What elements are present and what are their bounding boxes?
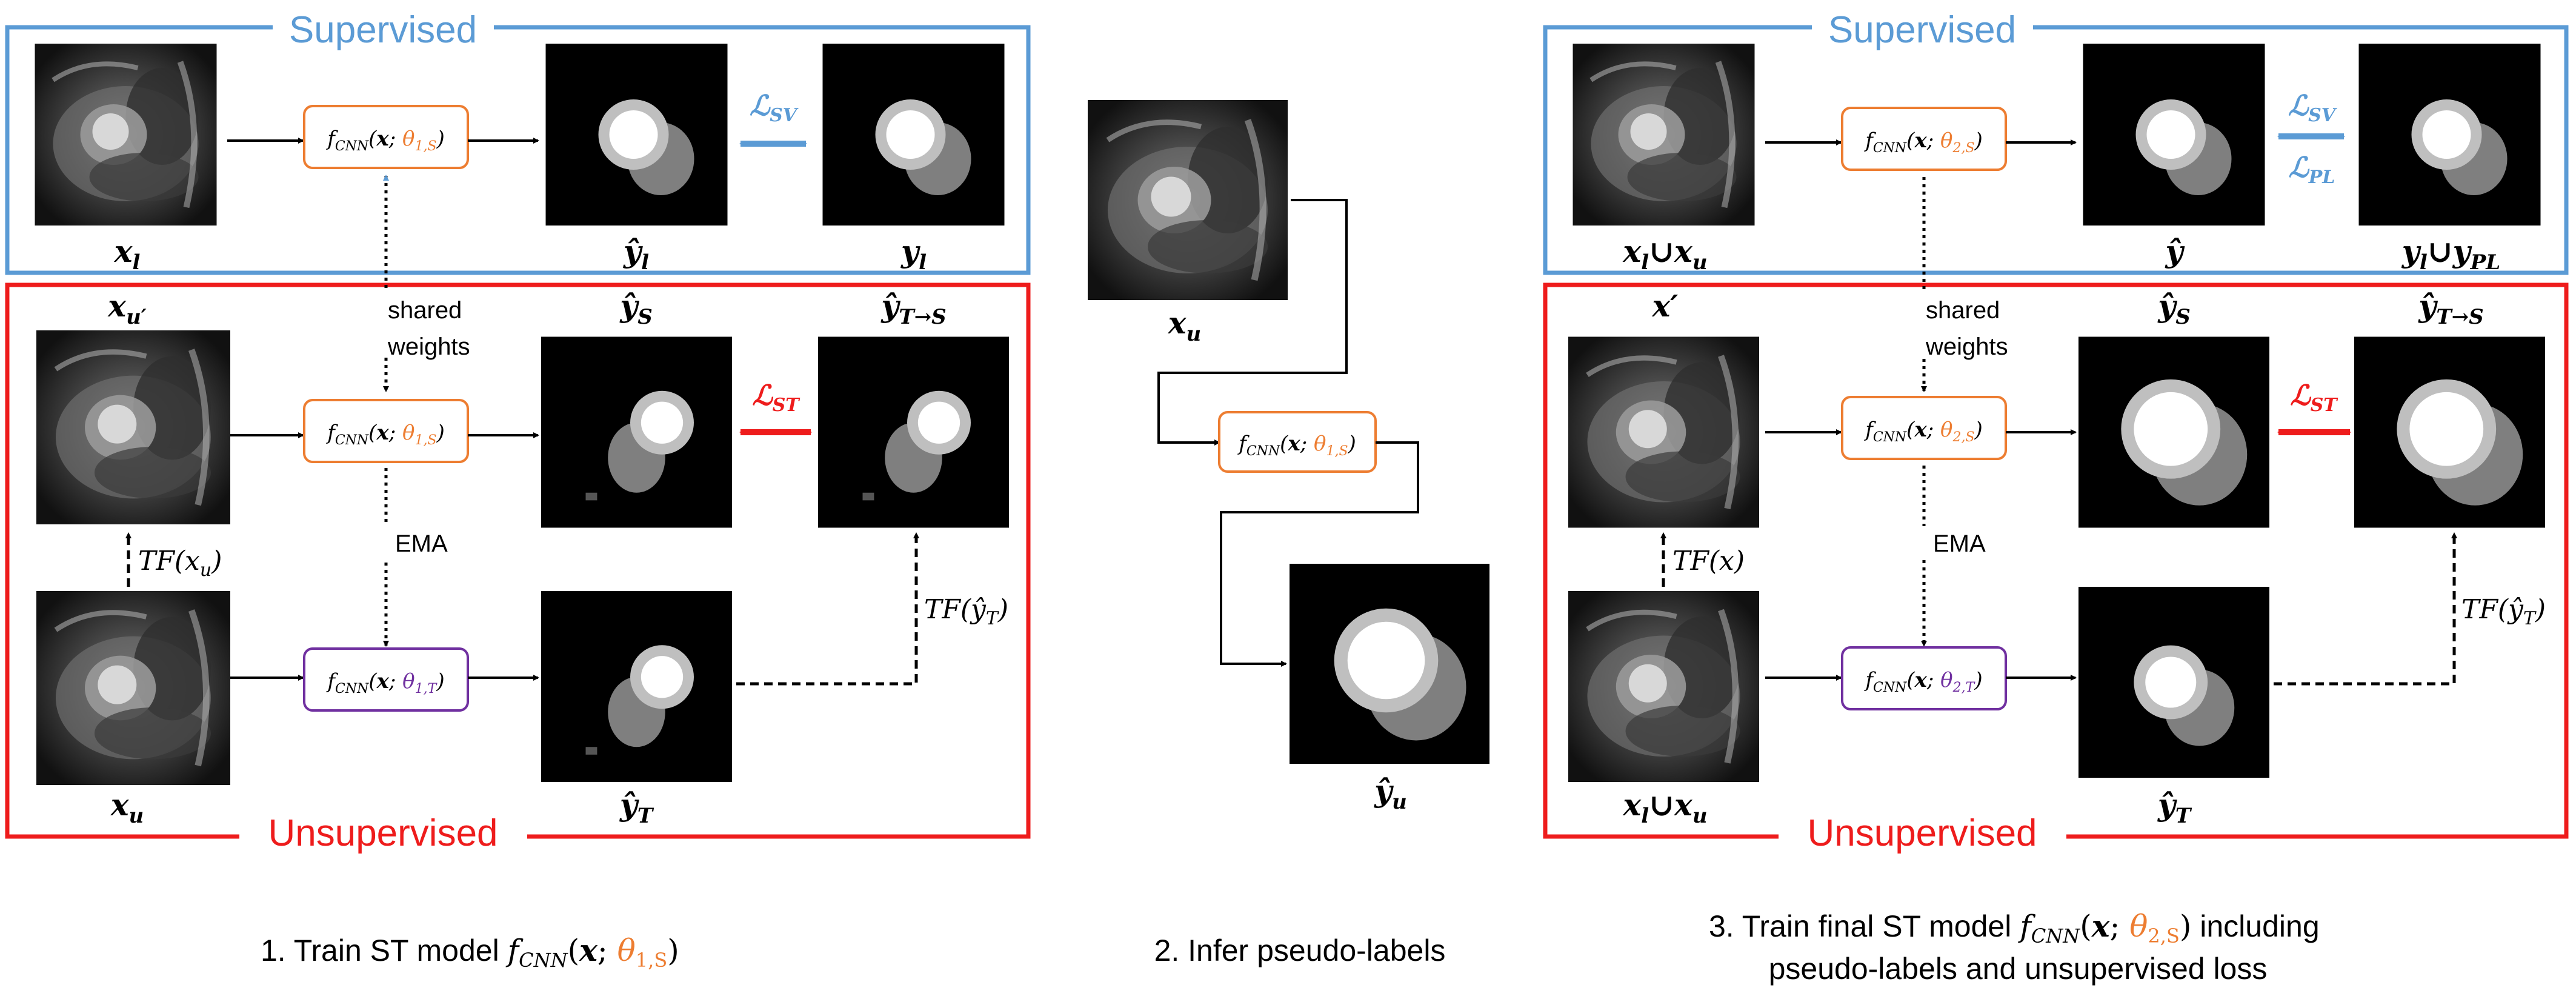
fcnn-box-student-top — [303, 105, 469, 169]
loss-sv-label-3: ℒSV — [2288, 89, 2337, 126]
label-yl-union-ypl: yl∪yPL — [2401, 233, 2500, 275]
panel-1: Supervised Unsupervised xl fCNN(x; θ1,S)… — [5, 6, 1031, 972]
seg-yhat-u — [1290, 564, 1489, 764]
panel-2: xu fCNN(x; θ1,S) ŷu 2. Infer pseudo-labe… — [1088, 100, 1489, 967]
supervised-title-bg — [273, 6, 494, 48]
ema-bg — [379, 526, 439, 560]
seg-y-union-3 — [2358, 44, 2541, 226]
shared-weights-bg-3 — [1915, 291, 1988, 358]
label-yhat-s: ŷS — [619, 288, 653, 329]
mri-image-xu-infer — [1088, 100, 1288, 300]
seg-yhat-ts — [818, 336, 1009, 528]
arrow-tf-yhat-t-3 — [2274, 532, 2457, 686]
ema-label: EMA — [395, 530, 448, 557]
supervised-title-3: Supervised — [1828, 9, 2016, 51]
label-yhat-t-3: ŷT — [2157, 787, 2192, 828]
fcnn-box-teacher — [303, 647, 469, 712]
mri-image-x-top-3 — [1573, 44, 1755, 226]
caption-panel-1: 1. Train ST model fCNN(x; θ1,S) — [261, 932, 679, 972]
mri-image-xl — [35, 44, 217, 226]
mri-image-x-bot-3 — [1568, 591, 1759, 782]
shared-label-3: shared — [1926, 297, 2000, 324]
mri-image-xu-prime — [36, 330, 230, 524]
ema-label-3: EMA — [1933, 530, 1986, 557]
weights-label-3: weights — [1925, 333, 2008, 360]
loss-sv-label: ℒSV — [750, 89, 799, 126]
fcnn-box-student-top-3 — [1841, 107, 2007, 171]
label-yhat-s-3: ŷS — [2157, 288, 2191, 329]
unsupervised-title-bg — [239, 812, 527, 858]
label-xl-union-xu-bot: xl∪xu — [1622, 787, 1707, 828]
ema-bg-3 — [1916, 526, 1977, 560]
unsupervised-title-bg-3 — [1779, 812, 2066, 858]
seg-yhat-t — [541, 591, 732, 782]
mri-image-x-prime-3 — [1568, 337, 1759, 528]
seg-y-l — [822, 44, 1005, 226]
label-yhat-u: ŷu — [1374, 773, 1407, 814]
label-tf-yhat-t: TF(ŷT) — [924, 594, 1008, 629]
unsupervised-title-3: Unsupervised — [1807, 812, 2037, 854]
seg-yhat-t-3 — [2078, 587, 2269, 778]
supervised-title: Supervised — [289, 9, 477, 51]
caption-panel-3-line-2: pseudo-labels and unsupervised loss — [1769, 952, 2268, 986]
seg-yhat-l — [545, 44, 728, 226]
caption-panel-2: 2. Infer pseudo-labels — [1154, 934, 1446, 967]
supervised-frame — [5, 25, 1031, 275]
fcnn-label-teacher-3: fCNN(x; θ2,T) — [1863, 668, 1982, 695]
label-yhat-t: ŷT — [619, 787, 654, 828]
label-yhat-ts: ŷT→S — [880, 288, 946, 329]
seg-yhat-ts-3 — [2354, 336, 2545, 528]
label-y-l: yl — [900, 233, 927, 275]
fcnn-box-student-mid — [303, 399, 469, 463]
fcnn-label-student-mid: fCNN(x; θ1,S) — [325, 421, 445, 448]
label-x-l: xl — [114, 233, 141, 275]
label-x-prime-3: x′ — [1652, 288, 1679, 324]
mri-image-xu — [36, 591, 230, 785]
label-x-u: xu — [110, 787, 144, 828]
label-yhat-l: ŷl — [623, 233, 649, 275]
seg-yhat-s-3 — [2078, 336, 2269, 528]
arrow-tf-yhat-t — [736, 532, 919, 686]
loss-pl-label-3: ℒPL — [2289, 151, 2335, 188]
label-tf-xu: TF(xu) — [138, 546, 222, 581]
supervised-frame-3 — [1543, 25, 2569, 275]
loss-st-label-3: ℒST — [2290, 379, 2338, 416]
supervised-title-bg-3 — [1812, 6, 2033, 48]
seg-yhat-3 — [2083, 44, 2265, 226]
unsupervised-title: Unsupervised — [268, 812, 498, 854]
loss-st-label: ℒST — [752, 379, 800, 416]
shared-weights-bg — [376, 291, 448, 358]
label-tf-x-3: TF(x) — [1672, 546, 1745, 576]
shared-label: shared — [388, 297, 462, 324]
path-xu-to-fcnn — [1157, 199, 1348, 446]
label-yhat-ts-3: ŷT→S — [2418, 288, 2483, 329]
fcnn-label-infer: fCNN(x; θ1,S) — [1237, 432, 1356, 459]
weights-label: weights — [387, 333, 470, 360]
caption-panel-3-line-1: 3. Train final ST model fCNN(x; θ2,S) in… — [1709, 908, 2320, 947]
path-fcnn-to-yhat-u — [1220, 441, 1419, 667]
label-x-u-infer: xu — [1168, 305, 1202, 346]
label-xl-union-xu-top: xl∪xu — [1622, 233, 1707, 275]
label-x-u-prime: xu′ — [107, 288, 147, 329]
fcnn-box-student-mid-3 — [1841, 396, 2007, 460]
label-tf-yhat-t-3: TF(ŷT) — [2461, 594, 2546, 629]
fcnn-label-student-top-3: fCNN(x; θ2,S) — [1863, 129, 1983, 156]
panel-3: Supervised Unsupervised xl∪xu fCNN(x; θ2… — [1543, 6, 2569, 986]
label-yhat-3: ŷ — [2165, 233, 2185, 269]
seg-yhat-s — [541, 336, 732, 528]
